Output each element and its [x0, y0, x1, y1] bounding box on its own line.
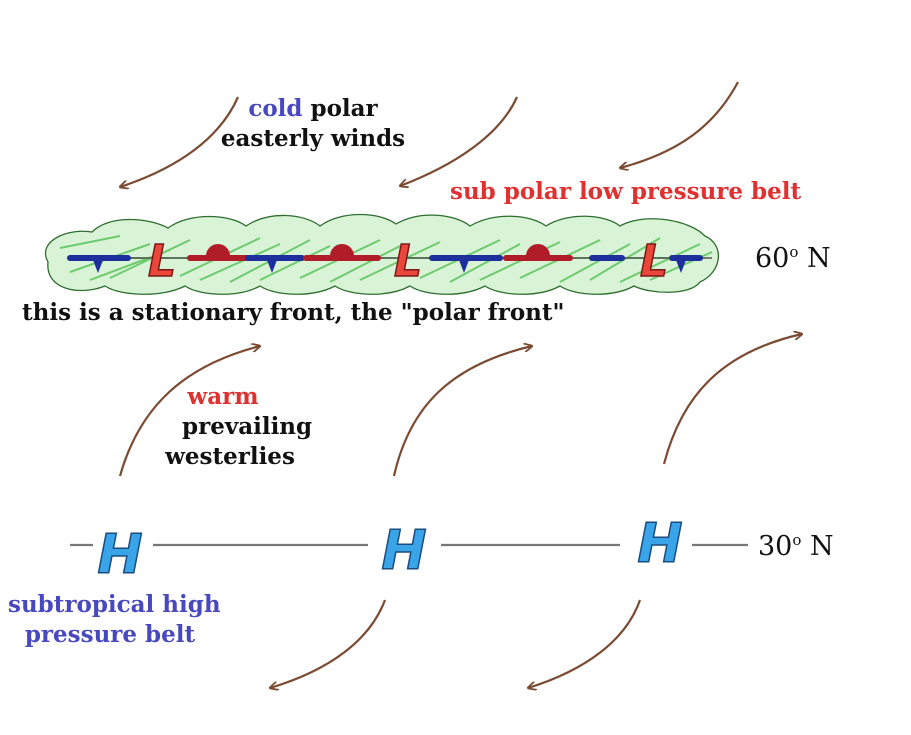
subtrop-line1: subtropical high	[8, 591, 221, 618]
low-center-3: L	[640, 236, 668, 287]
easterly-arrow-2	[400, 96, 519, 186]
polar-front-label: this is a stationary front, the "polar f…	[22, 299, 565, 326]
polar-line2: easterly winds	[220, 125, 406, 152]
lat60-degree: o	[789, 243, 799, 261]
easterly-arrow-1	[120, 96, 240, 187]
low-pressure-centers: L L L	[147, 235, 669, 288]
westerly-arrow-2	[392, 346, 532, 477]
lat60-value: 60	[755, 243, 790, 274]
latitude-60-label: 60o N	[755, 237, 831, 274]
low-center-2: L	[394, 236, 422, 287]
polar-cold-word: cold	[248, 95, 303, 122]
polar-rest-word: polar	[302, 95, 378, 122]
west-line2: prevailing	[182, 413, 313, 440]
westerly-arrow-3	[662, 334, 802, 465]
subpolar-cloud-band	[45, 213, 720, 295]
high-pressure-centers: H H H	[97, 511, 684, 587]
subtropical-high-label: subtropical high pressure belt	[8, 590, 221, 650]
lat30-degree: o	[792, 531, 802, 549]
lat30-dir: N	[801, 531, 834, 562]
lat60-dir: N	[798, 243, 831, 274]
latitude-30-label: 30o N	[758, 525, 834, 562]
equatorward-arrow-2	[528, 599, 642, 688]
easterly-arrow-3	[620, 81, 739, 168]
west-warm-word: warm	[187, 383, 259, 410]
equatorward-arrow-1	[270, 599, 387, 688]
high-center-3: H	[637, 512, 682, 575]
westerly-arrow-1	[118, 346, 260, 477]
high-center-2: H	[381, 519, 426, 582]
lat30-value: 30	[758, 531, 793, 562]
subtrop-line2: pressure belt	[24, 621, 196, 648]
subpolar-low-label: sub polar low pressure belt	[450, 178, 802, 205]
west-line3: westerlies	[165, 443, 295, 470]
low-center-1: L	[148, 236, 176, 287]
westerlies-label: warm prevailing westerlies	[150, 382, 313, 472]
high-center-1: H	[97, 523, 142, 586]
polar-front-line	[67, 244, 712, 273]
polar-easterlies-label: cold polar easterly winds	[218, 94, 408, 154]
